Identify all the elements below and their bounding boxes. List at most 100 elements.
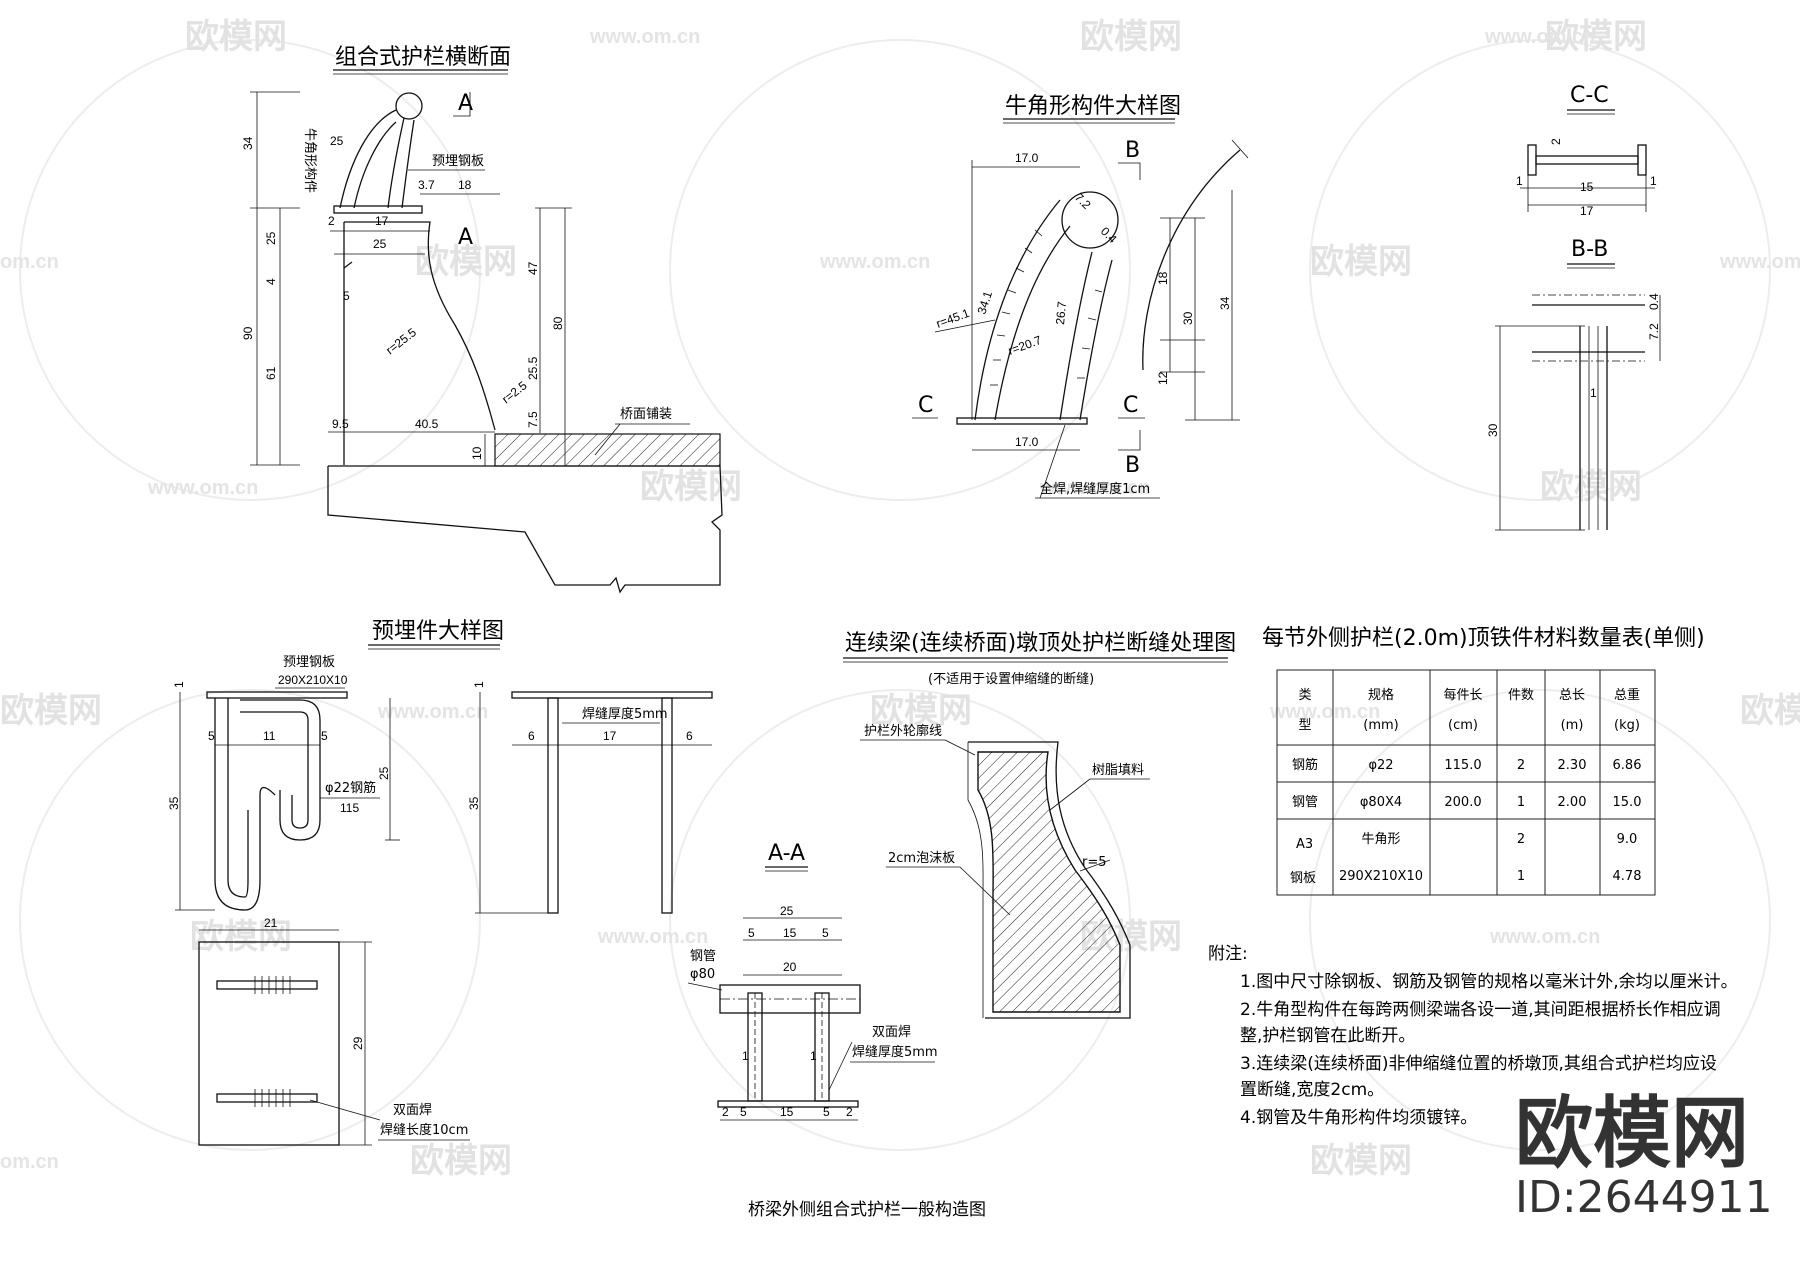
table-cell: 1 xyxy=(1517,795,1525,810)
table-header-cell: 规格 xyxy=(1368,687,1394,703)
aa-dim-1: 1 xyxy=(742,1049,749,1063)
outline-label: 护栏外轮廓线 xyxy=(864,723,942,739)
embed-dim-6: 6 xyxy=(528,729,535,743)
section-bb-title: B-B xyxy=(1571,237,1608,262)
table-header-cell: (m) xyxy=(1561,718,1584,733)
watermark-url: www.om.cn xyxy=(1719,251,1800,273)
table-header-cell: 型 xyxy=(1298,718,1311,733)
watermark-brand: 欧模网 xyxy=(185,17,287,57)
note-line: 1.图中尺寸除钢板、钢筋及钢管的规格以毫米计外,余均以厘米计。 xyxy=(1240,972,1738,992)
aa-dim-2b: 2 xyxy=(846,1105,853,1119)
dim-25: 25 xyxy=(264,231,278,245)
embed-detail-view: 预埋件大样图 预埋钢板 290X210X10 5 11 5 φ22钢筋 115 … xyxy=(167,619,713,1146)
joint-detail-title: 连续梁(连续桥面)墩顶处护栏断缝处理图 xyxy=(845,631,1236,656)
watermark-brand: 欧模网 xyxy=(0,691,102,731)
watermark-brand: 欧模网 xyxy=(870,691,972,731)
embed-dim-35b: 35 xyxy=(467,796,481,810)
table-header-cell: 总长 xyxy=(1559,688,1585,703)
dim-25c: 25 xyxy=(373,237,387,251)
watermark-brand: 欧模网 xyxy=(190,917,292,957)
note-line: 3.连续梁(连续桥面)非伸缩缝位置的桥墩顶,其组合式护栏均应设 xyxy=(1240,1054,1717,1074)
horn-dim-30: 30 xyxy=(1181,311,1195,325)
watermark-layer: 欧模网 欧模网 欧模网 欧模网 欧模网 欧模网 欧模网 欧模网 欧模网 欧模网 … xyxy=(0,17,1800,1181)
embedded-plate-label: 预埋钢板 xyxy=(432,154,484,169)
table-cell: 200.0 xyxy=(1444,795,1481,810)
aa-dim-20: 20 xyxy=(783,960,797,974)
watermark-url: om.cn xyxy=(0,1151,59,1173)
foam-label: 2cm泡沫板 xyxy=(888,851,955,866)
plate-spec: 290X210X10 xyxy=(278,673,348,687)
brand-id: ID:2644911 xyxy=(1515,1172,1773,1223)
watermark-brand: 欧模网 xyxy=(1310,242,1412,282)
horn-dim-18: 18 xyxy=(1156,271,1170,285)
dim-25b: 25 xyxy=(330,134,344,148)
deck-paving-label: 桥面铺装 xyxy=(620,407,672,422)
watermark-brand: 欧模网 xyxy=(1540,467,1642,507)
dim-3-7: 3.7 xyxy=(418,178,435,192)
note-line: 2.牛角型构件在每跨两侧梁端各设一道,其间距根据桥长作相应调 xyxy=(1240,1000,1721,1020)
table-cell: 2 xyxy=(1517,758,1525,773)
embed-dim-5b: 5 xyxy=(321,729,328,743)
dim-61: 61 xyxy=(264,366,278,380)
table-header-cell: 件数 xyxy=(1508,688,1534,703)
watermark-url: om.cn xyxy=(0,251,59,273)
horn-dim-12: 12 xyxy=(1156,371,1170,385)
notes-heading: 附注: xyxy=(1208,944,1248,964)
note-line: 置断缝,宽度2cm。 xyxy=(1240,1080,1384,1100)
table-header-cell: (mm) xyxy=(1363,718,1398,733)
joint-detail-subtitle: (不适用于设置伸缩缝的断缝) xyxy=(928,671,1094,687)
cross-section-title: 组合式护栏横断面 xyxy=(335,45,511,70)
section-bb-view: B-B 30 1 7.2 0.4 xyxy=(1486,237,1661,531)
embed-dim-21: 21 xyxy=(264,916,278,930)
table-merged-type: 钢板 xyxy=(1290,871,1316,886)
weld5b-label: 焊缝厚度5mm xyxy=(852,1044,938,1060)
bb-dim-30: 30 xyxy=(1486,423,1500,437)
embed-dim-17: 17 xyxy=(603,729,617,743)
table-cell: 290X210X10 xyxy=(1339,869,1423,884)
horn-dim-34: 34 xyxy=(1218,296,1232,310)
horn-radius-20-7: r=20.7 xyxy=(1006,333,1043,358)
aa-dim-2: 2 xyxy=(722,1105,729,1119)
dim-25-5: 25.5 xyxy=(526,356,540,380)
pipe-diameter-label: φ80 xyxy=(690,967,715,982)
table-header-cell: 每件长 xyxy=(1443,687,1482,703)
dim-18: 18 xyxy=(458,178,472,192)
table-title: 每节外侧护栏(2.0m)顶铁件材料数量表(单侧) xyxy=(1262,626,1705,651)
table-cell: 2 xyxy=(1517,832,1525,847)
watermark-url: www.om.cn xyxy=(597,926,708,948)
section-aa-view: A-A 25 5 15 5 20 1 1 2 5 15 5 2 钢管 φ80 双… xyxy=(687,841,938,1121)
bb-dim-0-4: 0.4 xyxy=(1647,293,1661,310)
dim-5: 5 xyxy=(343,289,350,303)
horn-dim-17b: 17.0 xyxy=(1015,435,1039,449)
aa-dim-15: 15 xyxy=(783,926,797,940)
dim-47: 47 xyxy=(526,261,540,275)
watermark-url: www.om.cn xyxy=(1269,701,1380,723)
dim-40-5: 40.5 xyxy=(415,417,439,431)
table-cell: φ22 xyxy=(1368,758,1393,773)
aa-dim-5: 5 xyxy=(748,926,755,940)
drawing-name: 桥梁外侧组合式护栏一般构造图 xyxy=(748,1200,986,1220)
aa-dim-1b: 1 xyxy=(810,1049,817,1063)
embed-dim-6b: 6 xyxy=(686,729,693,743)
dim-17: 17 xyxy=(375,214,389,228)
dim-2: 2 xyxy=(328,214,335,228)
section-cc-title: C-C xyxy=(1570,83,1609,108)
note-line: 4.钢管及牛角形构件均须镀锌。 xyxy=(1240,1108,1477,1128)
table-header-cell: (cm) xyxy=(1448,718,1478,733)
steel-pipe-label: 钢管 xyxy=(690,949,716,964)
embed-dim-1b: 1 xyxy=(472,681,486,688)
dim-80: 80 xyxy=(551,316,565,330)
table-cell: 钢管 xyxy=(1292,795,1318,810)
table-cell: 1 xyxy=(1517,869,1525,884)
dim-7-5: 7.5 xyxy=(526,411,540,428)
horn-dim-17: 17.0 xyxy=(1015,151,1039,165)
note-line: 整,护栏钢管在此断开。 xyxy=(1240,1026,1415,1046)
double-weld-label: 双面焊 xyxy=(393,1102,432,1118)
aa-dim-15b: 15 xyxy=(780,1105,794,1119)
watermark-url: www.om.cn xyxy=(1489,926,1600,948)
table-cell: 4.78 xyxy=(1613,869,1642,884)
table-header-cell: 类 xyxy=(1298,688,1311,703)
watermark-url: www.om.cn xyxy=(819,251,930,273)
section-mark-a: A xyxy=(458,91,473,116)
embed-dim-25: 25 xyxy=(377,766,391,780)
